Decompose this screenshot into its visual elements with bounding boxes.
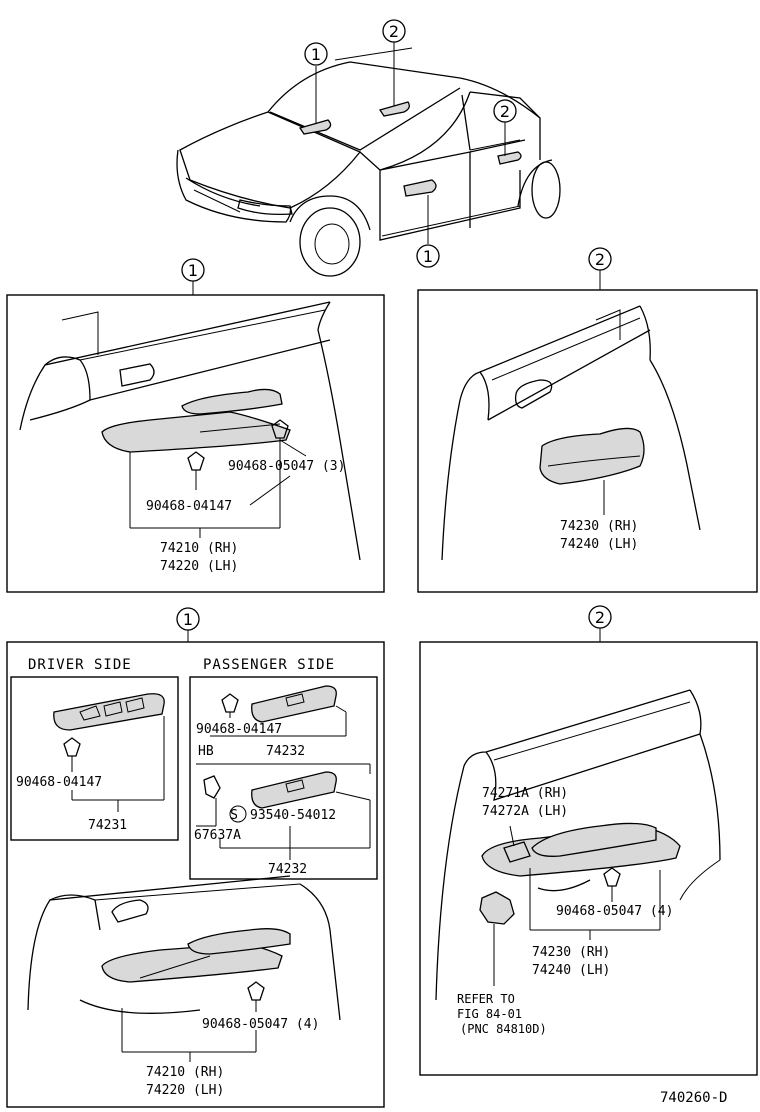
front-clip-part-label: 90468-05047 (3): [228, 459, 345, 474]
callout-1-panel-lower: 1: [176, 607, 200, 631]
front-handle-rh-label: 74210 (RH): [160, 541, 238, 556]
rear-lower-clip-part-label: 90468-05047 (4): [556, 904, 673, 919]
driver-side-title: DRIVER SIDE: [28, 657, 132, 673]
driver-side-box: [10, 676, 179, 841]
passenger-clip-part-label: 90468-04147: [196, 722, 282, 737]
front-door-panel-box: [6, 294, 385, 593]
passenger-switch-part-label: 74232: [266, 744, 305, 759]
front-door-drawing: [19, 301, 361, 561]
rear-handle-lh-label: 74240 (LH): [560, 537, 638, 552]
bezel-rh-label: 74271A (RH): [482, 786, 568, 801]
screw-marker: S: [230, 808, 238, 823]
passenger-switch-part-label-2: 74232: [268, 862, 307, 877]
rear-door-lower-drawing: [435, 689, 721, 1001]
driver-switch-part-label: 74231: [88, 818, 127, 833]
driver-clip-part-label: 90468-04147: [16, 775, 102, 790]
callout-2-car-a: 2: [382, 19, 406, 43]
front-handle-lh-label: 74220 (LH): [160, 559, 238, 574]
rear-lower-handle-rh-label: 74230 (RH): [532, 945, 610, 960]
rear-handle-rh-label: 74230 (RH): [560, 519, 638, 534]
screw-part-label: 93540-54012: [250, 808, 336, 823]
bezel-lh-label: 74272A (LH): [482, 804, 568, 819]
passenger-switch-drawing: [196, 685, 371, 860]
front-lower-handle-lh-label: 74220 (LH): [146, 1083, 224, 1098]
rear-lower-handle-lh-label: 74240 (LH): [532, 963, 610, 978]
svg-text:1: 1: [188, 261, 198, 280]
rear-lower-panel-box: [419, 641, 758, 1076]
svg-text:2: 2: [389, 22, 399, 41]
front-lower-panel-box: [6, 641, 385, 1108]
callout-1-car-a: 1: [304, 42, 328, 66]
svg-text:2: 2: [595, 250, 605, 269]
refer-line-3: (PNC 84810D): [460, 1022, 547, 1036]
front-clip-part-label-2: 90468-04147: [146, 499, 232, 514]
rear-door-drawing: [441, 305, 701, 561]
front-lower-handle-rh-label: 74210 (RH): [146, 1065, 224, 1080]
svg-text:1: 1: [423, 247, 433, 266]
callout-1-car-b: 1: [416, 244, 440, 268]
refer-line-2: FIG 84-01: [457, 1007, 522, 1021]
bracket-part-label: 67637A: [194, 828, 241, 843]
driver-switch-drawing: [53, 693, 165, 812]
car-illustration: [176, 42, 561, 277]
callout-2-car-b: 2: [493, 99, 517, 123]
svg-text:2: 2: [595, 608, 605, 627]
callout-2-panel-rear: 2: [588, 247, 612, 271]
rear-door-panel-box: [417, 289, 758, 593]
figure-code: 740260-D: [660, 1090, 727, 1106]
front-door-lower-drawing: [27, 875, 341, 1062]
callout-1-panel-front: 1: [181, 258, 205, 282]
refer-line-1: REFER TO: [457, 992, 515, 1006]
svg-text:2: 2: [500, 102, 510, 121]
svg-text:1: 1: [311, 45, 321, 64]
passenger-side-title: PASSENGER SIDE: [203, 657, 335, 673]
hb-label: HB: [198, 744, 214, 759]
svg-text:1: 1: [183, 610, 193, 629]
callout-2-panel-rear-lower: 2: [588, 605, 612, 629]
passenger-side-box: [189, 676, 378, 880]
front-lower-clip-part-label: 90468-05047 (4): [202, 1017, 319, 1032]
